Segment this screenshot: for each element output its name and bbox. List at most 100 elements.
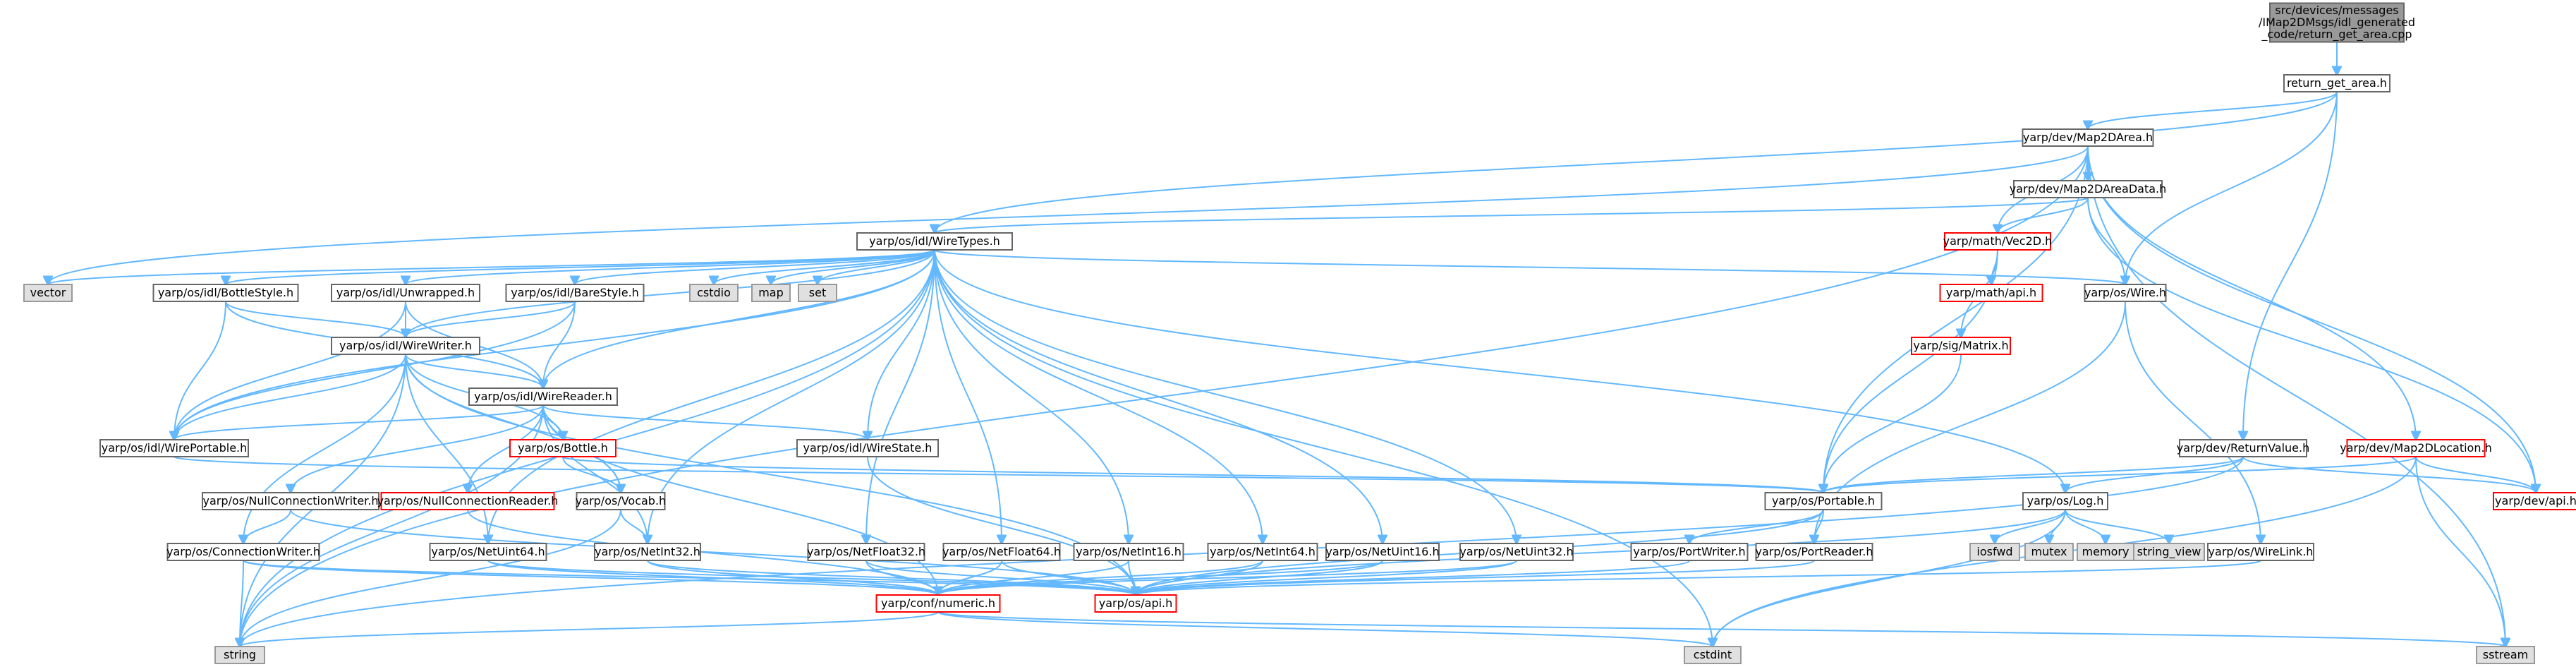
node-wirewriter[interactable]: yarp/os/idl/WireWriter.h	[331, 337, 480, 355]
node-box-mathapi[interactable]	[1939, 284, 2043, 302]
node-osapi[interactable]: yarp/os/api.h	[1094, 594, 1177, 613]
node-box-vocab[interactable]	[576, 492, 666, 510]
node-box-netint16[interactable]	[1073, 543, 1184, 561]
node-portreader[interactable]: yarp/os/PortReader.h	[1755, 543, 1873, 561]
node-box-vec2d[interactable]	[1944, 232, 2051, 251]
node-box-oslog[interactable]	[2022, 492, 2108, 510]
node-returnvalue[interactable]: yarp/dev/ReturnValue.h	[2177, 439, 2310, 457]
node-box-unwrapped[interactable]	[331, 284, 480, 302]
node-bottlestyle[interactable]: yarp/os/idl/BottleStyle.h	[152, 284, 299, 302]
node-box-netfloat64[interactable]	[942, 543, 1061, 561]
node-box-nullconnwriter[interactable]	[202, 492, 379, 510]
node-barestyle[interactable]: yarp/os/idl/BareStyle.h	[505, 284, 645, 302]
node-oslog[interactable]: yarp/os/Log.h	[2022, 492, 2108, 510]
node-numeric[interactable]: yarp/conf/numeric.h	[875, 594, 1001, 613]
node-box-portwriter[interactable]	[1630, 543, 1749, 561]
node-box-memory[interactable]	[2077, 543, 2134, 561]
node-box-map2dareadata[interactable]	[2013, 180, 2163, 198]
node-portable[interactable]: yarp/os/Portable.h	[1764, 492, 1883, 510]
node-box-netint32[interactable]	[594, 543, 701, 561]
node-sstream[interactable]: sstream	[2476, 646, 2535, 664]
node-portwriter[interactable]: yarp/os/PortWriter.h	[1630, 543, 1749, 561]
node-vocab[interactable]: yarp/os/Vocab.h	[576, 492, 666, 510]
node-box-nullconnreader[interactable]	[380, 492, 555, 510]
node-devapi[interactable]: yarp/dev/api.h	[2493, 492, 2576, 510]
node-box-portable[interactable]	[1764, 492, 1883, 510]
node-map2darea[interactable]: yarp/dev/Map2DArea.h	[2022, 128, 2154, 147]
node-box-netuint16[interactable]	[1325, 543, 1440, 561]
node-wirestate[interactable]: yarp/os/idl/WireState.h	[796, 439, 939, 457]
node-box-bottlestyle[interactable]	[152, 284, 299, 302]
node-unwrapped[interactable]: yarp/os/idl/Unwrapped.h	[331, 284, 480, 302]
node-wirelink[interactable]: yarp/os/WireLink.h	[2207, 543, 2314, 561]
node-vec2d[interactable]: yarp/math/Vec2D.h	[1943, 232, 2053, 251]
node-set[interactable]: set	[798, 284, 837, 302]
node-netint32[interactable]: yarp/os/NetInt32.h	[594, 543, 701, 561]
node-box-devapi[interactable]	[2493, 492, 2576, 510]
node-nullconnreader[interactable]: yarp/os/NullConnectionReader.h	[377, 492, 559, 510]
node-nullconnwriter[interactable]: yarp/os/NullConnectionWriter.h	[202, 492, 379, 510]
node-box-string[interactable]	[214, 646, 265, 664]
node-wirereader[interactable]: yarp/os/idl/WireReader.h	[468, 387, 618, 406]
node-box-cstdint[interactable]	[1684, 646, 1742, 664]
node-box-returnvalue[interactable]	[2179, 439, 2307, 457]
node-box-matrix[interactable]	[1911, 337, 2011, 355]
node-box-map[interactable]	[751, 284, 791, 302]
node-box-wirereader[interactable]	[468, 387, 618, 406]
node-box-wirewriter[interactable]	[331, 337, 480, 355]
node-netfloat64[interactable]: yarp/os/NetFloat64.h	[942, 543, 1061, 561]
node-box-netuint64[interactable]	[429, 543, 547, 561]
node-box-set[interactable]	[798, 284, 837, 302]
node-memory[interactable]: memory	[2077, 543, 2134, 561]
node-map2dareadata[interactable]: yarp/dev/Map2DAreaData.h	[2010, 180, 2167, 198]
node-bottle[interactable]: yarp/os/Bottle.h	[509, 439, 616, 457]
node-netint16[interactable]: yarp/os/NetInt16.h	[1073, 543, 1184, 561]
node-box-wiretypes[interactable]	[856, 232, 1013, 251]
node-netuint32[interactable]: yarp/os/NetUint32.h	[1459, 543, 1574, 561]
node-box-wirestate[interactable]	[796, 439, 939, 457]
node-box-portreader[interactable]	[1755, 543, 1873, 561]
node-cstdio[interactable]: cstdio	[689, 284, 739, 302]
node-box-vector[interactable]	[23, 284, 73, 302]
node-vector[interactable]: vector	[23, 284, 73, 302]
node-netuint64[interactable]: yarp/os/NetUint64.h	[429, 543, 547, 561]
node-box-cstdio[interactable]	[689, 284, 739, 302]
node-box-netuint32[interactable]	[1459, 543, 1574, 561]
node-wiretypes[interactable]: yarp/os/idl/WireTypes.h	[856, 232, 1013, 251]
node-box-osapi[interactable]	[1094, 594, 1177, 613]
node-box-root[interactable]	[2269, 2, 2405, 43]
node-connwriter[interactable]: yarp/os/ConnectionWriter.h	[166, 543, 320, 561]
node-box-iosfwd[interactable]	[1969, 543, 2020, 561]
node-netint64[interactable]: yarp/os/NetInt64.h	[1207, 543, 1318, 561]
node-box-map2darea[interactable]	[2022, 128, 2154, 147]
node-box-return_get_area[interactable]	[2283, 74, 2390, 92]
node-netfloat32[interactable]: yarp/os/NetFloat32.h	[807, 543, 925, 561]
node-netuint16[interactable]: yarp/os/NetUint16.h	[1325, 543, 1440, 561]
node-string[interactable]: string	[214, 646, 265, 664]
node-root[interactable]: src/devices/messages/IMap2DMsgs/idl_gene…	[2259, 2, 2415, 43]
node-string_view[interactable]: string_view	[2133, 543, 2205, 561]
node-oswire[interactable]: yarp/os/Wire.h	[2084, 284, 2167, 302]
node-box-netint64[interactable]	[1207, 543, 1318, 561]
node-box-oswire[interactable]	[2084, 284, 2167, 302]
node-box-sstream[interactable]	[2476, 646, 2535, 664]
node-box-map2dlocation[interactable]	[2346, 439, 2486, 457]
node-mutex[interactable]: mutex	[2024, 543, 2074, 561]
node-cstdint[interactable]: cstdint	[1684, 646, 1742, 664]
node-mathapi[interactable]: yarp/math/api.h	[1939, 284, 2043, 302]
node-box-numeric[interactable]	[875, 594, 1001, 613]
node-box-wirelink[interactable]	[2207, 543, 2314, 561]
node-box-wireportable[interactable]	[99, 439, 249, 457]
node-return_get_area[interactable]: return_get_area.h	[2283, 74, 2390, 92]
node-box-mutex[interactable]	[2024, 543, 2074, 561]
node-box-bottle[interactable]	[509, 439, 616, 457]
node-iosfwd[interactable]: iosfwd	[1969, 543, 2020, 561]
node-matrix[interactable]: yarp/sig/Matrix.h	[1911, 337, 2011, 355]
node-box-string_view[interactable]	[2133, 543, 2205, 561]
node-map2dlocation[interactable]: yarp/dev/Map2DLocation.h	[2340, 439, 2492, 457]
node-map[interactable]: map	[751, 284, 791, 302]
node-box-barestyle[interactable]	[505, 284, 645, 302]
node-box-netfloat32[interactable]	[807, 543, 925, 561]
node-wireportable[interactable]: yarp/os/idl/WirePortable.h	[99, 439, 249, 457]
node-box-connwriter[interactable]	[166, 543, 320, 561]
